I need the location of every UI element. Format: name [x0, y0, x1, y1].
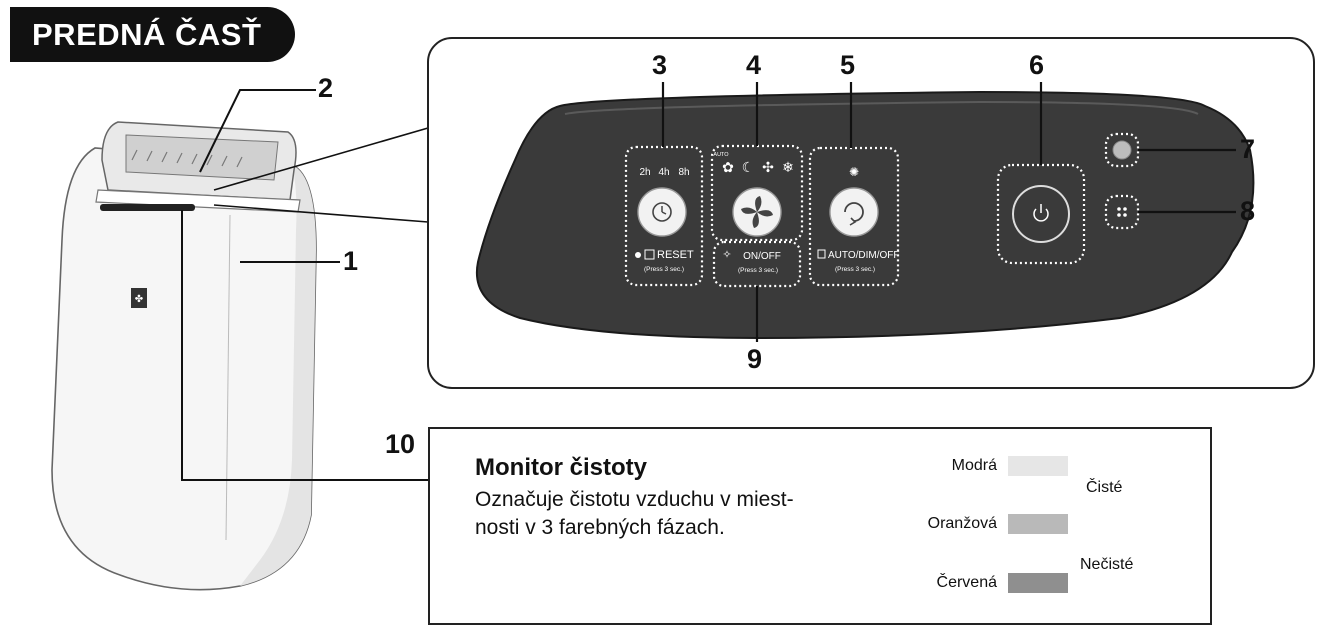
level-label-orange: Oranžová: [927, 515, 997, 532]
callout-4: 4: [746, 50, 762, 80]
auto-mode-icon: ✿: [722, 160, 734, 176]
light-sensor-icon: [1112, 140, 1132, 160]
timer-group: [624, 145, 704, 287]
callout-1: 1: [343, 246, 359, 276]
reset-label: RESET: [657, 249, 694, 261]
power-group: [996, 163, 1086, 265]
brand-logo-glyph: ✤: [135, 294, 143, 305]
panel-text: 2h 4h 8h RESET (Press 3 sec.) AUTO ON/OF…: [639, 152, 899, 274]
title-badge: PREDNÁ ČASŤ: [10, 7, 295, 62]
callout-7: 7: [1240, 134, 1256, 164]
level-swatch-blue: [1008, 456, 1068, 476]
level-swatch-orange: [1008, 514, 1068, 534]
level-label-blue: Modrá: [951, 457, 997, 474]
auto-mode-label: AUTO: [713, 152, 729, 158]
power-icon: [1033, 208, 1049, 222]
leader-lines: [181, 89, 428, 481]
auto-button[interactable]: [829, 187, 879, 237]
panel-leader-lines: [661, 82, 1236, 342]
timer-option-2h: 2h: [639, 167, 650, 178]
louver-slats: [131, 149, 243, 168]
purifier-body: [51, 147, 317, 591]
page-title: PREDNÁ ČASŤ: [32, 16, 262, 52]
level-label-red: Červená: [936, 574, 997, 591]
cleanliness-monitor-band: [100, 204, 195, 211]
auto-cycle-icon: [844, 202, 864, 222]
monitor-description-line-2: nosti v 3 farebných fázach.: [475, 516, 725, 539]
leader-2: [199, 89, 316, 173]
monitor-description-line-1: Označuje čistotu vzduchu v miest-: [475, 488, 794, 511]
light-group: ✧: [712, 240, 802, 288]
monitor-description: Označuje čistotu vzduchu v miest- nosti …: [475, 486, 855, 542]
sensor-group: [1104, 132, 1140, 168]
purifier-top-inner: [125, 134, 279, 181]
clean-label: Čisté: [1086, 479, 1123, 496]
leader-10: [181, 210, 428, 481]
callout-5: 5: [840, 50, 856, 80]
auto-indicator-icon: ✺: [849, 165, 859, 179]
light-label: ON/OFF: [743, 251, 781, 262]
brightness-hint: (Press 3 sec.): [835, 266, 875, 273]
fan-icon: [741, 196, 773, 228]
max-speed-icon: ❄: [782, 160, 794, 176]
brightness-label: AUTO/DIM/OFF: [828, 250, 899, 261]
purifier-device: ✤: [51, 121, 317, 591]
brightness-group: ✺: [808, 146, 900, 287]
callout-6: 6: [1029, 50, 1045, 80]
reset-hint: (Press 3 sec.): [644, 266, 684, 273]
callout-2: 2: [318, 73, 334, 103]
cleanliness-monitor-box: Monitor čistoty Označuje čistotu vzduchu…: [428, 427, 1212, 625]
light-hint: (Press 3 sec.): [738, 267, 778, 274]
fan-speed-icon: ✣: [762, 160, 774, 176]
front-seam: [225, 214, 231, 541]
timer-option-4h: 4h: [658, 167, 669, 178]
light-icon: ✧: [722, 248, 731, 261]
brand-logo: [131, 288, 147, 308]
zoom-lines: [213, 127, 429, 223]
sleep-moon-icon: ☾: [742, 160, 755, 176]
callout-3: 3: [652, 50, 668, 80]
indicator-group: [1104, 194, 1140, 230]
monitor-title: Monitor čistoty: [475, 454, 647, 481]
callout-8: 8: [1240, 196, 1256, 226]
power-button[interactable]: [1012, 185, 1070, 243]
timer-option-8h: 8h: [678, 167, 689, 178]
ion-indicator-icon: [1117, 207, 1127, 217]
control-panel-highlight: [564, 100, 1199, 115]
callout-10: 10: [385, 429, 416, 459]
dirty-label: Nečisté: [1080, 556, 1134, 573]
level-swatch-red: [1008, 573, 1068, 593]
callout-9: 9: [747, 344, 763, 374]
